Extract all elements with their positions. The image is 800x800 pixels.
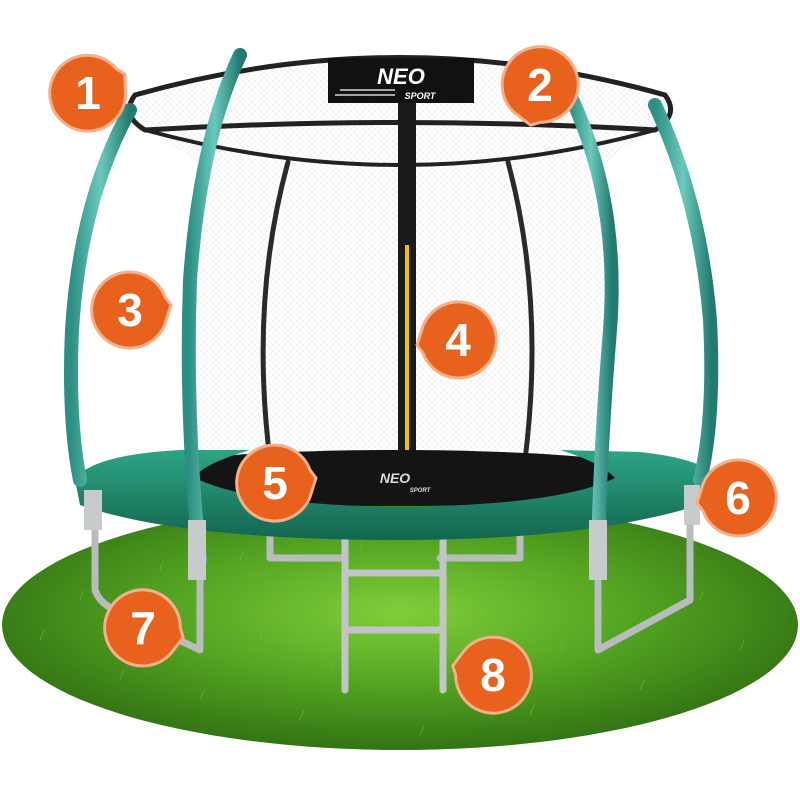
brand-top-word: NEO <box>377 64 425 89</box>
callout-number: 2 <box>527 59 553 111</box>
callout-marker-7: 7 <box>100 585 186 671</box>
callout-marker-6: 6 <box>695 455 781 541</box>
callout-number: 7 <box>130 602 156 654</box>
callout-number: 3 <box>117 284 143 336</box>
callout-shape <box>500 45 580 127</box>
callout-marker-2: 2 <box>497 42 583 128</box>
callout-shape <box>695 458 778 538</box>
callout-shape <box>90 270 173 350</box>
ladder <box>341 521 447 694</box>
callout-shape <box>103 588 185 668</box>
callout-shape <box>48 53 128 133</box>
callout-number: 1 <box>75 67 101 119</box>
enclosure-poles <box>64 48 719 567</box>
callout-marker-4: 4 <box>415 297 501 383</box>
grass-texture <box>39 540 745 736</box>
spring-pad <box>75 450 720 540</box>
callout-number: 6 <box>725 472 751 524</box>
callout-marker-8: 8 <box>450 632 536 718</box>
top-net-ring <box>126 55 674 133</box>
net-seams <box>260 159 535 463</box>
pole-feet <box>84 485 700 580</box>
callout-marker-3: 3 <box>87 267 173 353</box>
brand-mat-sub: SPORT <box>410 488 432 494</box>
callout-shape <box>235 443 318 523</box>
callout-marker-5: 5 <box>232 440 318 526</box>
callout-shape <box>415 300 498 380</box>
callout-number: 8 <box>480 649 506 701</box>
brand-bottom-word: SPORT <box>405 91 437 101</box>
callout-number: 4 <box>445 314 471 366</box>
callout-shape <box>451 635 533 715</box>
callout-number: 5 <box>262 457 288 509</box>
callout-marker-1: 1 <box>45 50 131 136</box>
brand-mat-word: NEO <box>380 470 410 486</box>
